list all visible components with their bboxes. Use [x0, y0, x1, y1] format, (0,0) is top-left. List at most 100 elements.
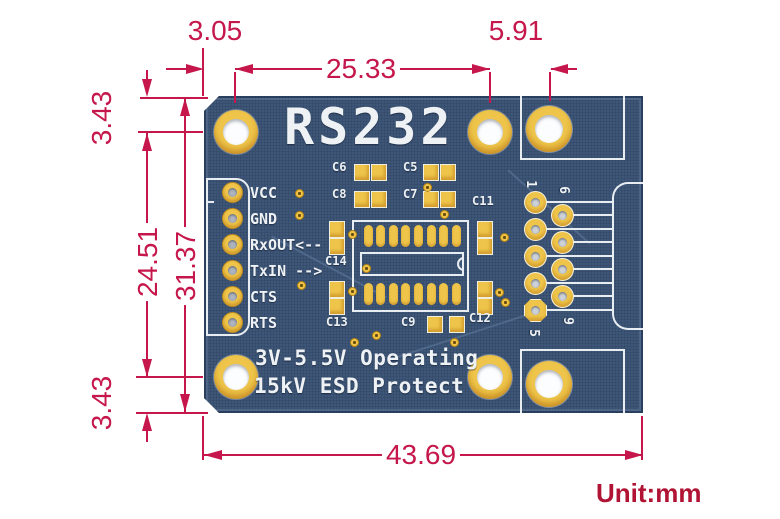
cap-label-c14: C14	[325, 254, 347, 268]
arrowhead-up-icon	[142, 133, 152, 151]
extension-line	[641, 416, 643, 460]
operating-voltage-text: 3V-5.5V Operating	[255, 346, 479, 370]
db9-wire	[546, 228, 612, 230]
db9-wire	[573, 241, 612, 243]
cap-pad	[329, 281, 345, 298]
cap-pad	[427, 316, 443, 333]
ic-body-outline	[360, 252, 464, 276]
dimension-24.51: 24.51	[132, 222, 163, 302]
cap-pad	[440, 164, 456, 181]
via	[348, 287, 357, 296]
extension-line	[140, 97, 208, 99]
pin-label-cts: CTS	[250, 288, 278, 306]
dimension-25.33: 25.33	[321, 54, 401, 84]
board-title: RS232	[284, 98, 455, 156]
db9-lug-pad-bottom	[526, 361, 572, 407]
cap-pad	[440, 191, 456, 208]
pin-label-txin: TxIN -->	[250, 262, 323, 280]
dimension-line	[166, 68, 188, 70]
db9-lug-pad-top	[526, 106, 572, 152]
via	[362, 264, 371, 273]
cap-label-c8: C8	[332, 187, 347, 201]
db9-pad-3	[524, 245, 547, 268]
header-pin-rts	[222, 312, 243, 333]
dimension-3.05: 3.05	[187, 15, 243, 46]
via	[450, 338, 459, 347]
esd-protect-text: 15kV ESD Protect	[254, 374, 465, 398]
pin-label-rxout: RxOUT<--	[250, 236, 323, 254]
cap-label-c7: C7	[403, 187, 418, 201]
header-outline	[206, 178, 250, 336]
dimension-31.37: 31.37	[170, 226, 201, 306]
pin-label-rts: RTS	[250, 314, 278, 332]
cap-pad	[477, 281, 493, 298]
via	[295, 211, 304, 220]
soic-pad	[427, 225, 436, 247]
db9-wire	[573, 295, 612, 297]
cap-pad	[477, 298, 493, 315]
arrowhead-down-icon	[142, 359, 152, 377]
db9-wire	[573, 268, 612, 270]
header-pin-vcc	[222, 182, 243, 203]
db9-wire	[573, 214, 612, 216]
extension-line	[136, 412, 208, 414]
soic-pad	[401, 225, 410, 247]
via	[423, 183, 432, 192]
db9-connector-outline	[612, 182, 682, 330]
mounting-hole-bottom-right	[468, 355, 512, 399]
db9-number-9: 9	[560, 317, 575, 325]
cap-pad	[423, 164, 439, 181]
via	[295, 189, 304, 198]
dimension-line	[146, 70, 148, 80]
arrowhead-down-icon	[180, 394, 190, 412]
extension-line	[136, 376, 203, 378]
dimension-5.91: 5.91	[488, 15, 544, 46]
extension-line	[549, 72, 551, 101]
db9-wire	[546, 309, 612, 311]
db9-pad-2	[524, 218, 547, 241]
via	[372, 331, 381, 340]
extension-line	[234, 72, 236, 103]
soic-pad	[439, 283, 448, 305]
soic-pad	[452, 283, 461, 305]
soic-pad	[414, 283, 423, 305]
header-pin-rxout	[222, 234, 243, 255]
db9-wire	[546, 255, 612, 257]
soic-pad	[364, 283, 373, 305]
db9-number-1: 1	[523, 180, 538, 188]
cap-label-c5: C5	[403, 160, 418, 174]
arrowhead-right-icon	[472, 64, 490, 74]
dimension-3.43-top: 3.43	[86, 90, 117, 146]
unit-label: Unit:mm	[596, 478, 702, 508]
mounting-hole-top-right	[468, 110, 512, 154]
arrowhead-left-icon	[550, 64, 568, 74]
cap-pad	[329, 238, 345, 255]
db9-pad-5	[524, 299, 547, 322]
cap-pad	[477, 238, 493, 255]
soic-pad	[452, 225, 461, 247]
db9-wire	[546, 201, 612, 203]
cap-pad	[477, 221, 493, 238]
cap-pad	[354, 191, 370, 208]
db9-lug-outline-bottom	[520, 349, 625, 413]
cap-pad	[371, 191, 387, 208]
soic-pad	[414, 225, 423, 247]
cap-label-c13: C13	[326, 315, 348, 329]
cap-pad	[329, 221, 345, 238]
header-pin-cts	[222, 286, 243, 307]
extension-line	[138, 131, 203, 133]
db9-pad-4	[524, 272, 547, 295]
arrowhead-right-icon	[625, 450, 643, 460]
db9-number-5: 5	[526, 329, 541, 337]
ic-footprint-outline	[352, 220, 469, 312]
cap-pad	[449, 316, 465, 333]
db9-pad-7	[551, 231, 574, 254]
arrowhead-left-icon	[204, 450, 222, 460]
cap-pad	[371, 164, 387, 181]
header-pin-gnd	[222, 208, 243, 229]
soic-pad	[439, 225, 448, 247]
soic-pad	[376, 283, 385, 305]
cap-label-c6: C6	[332, 160, 347, 174]
db9-pad-8	[551, 258, 574, 281]
cap-pad	[329, 298, 345, 315]
